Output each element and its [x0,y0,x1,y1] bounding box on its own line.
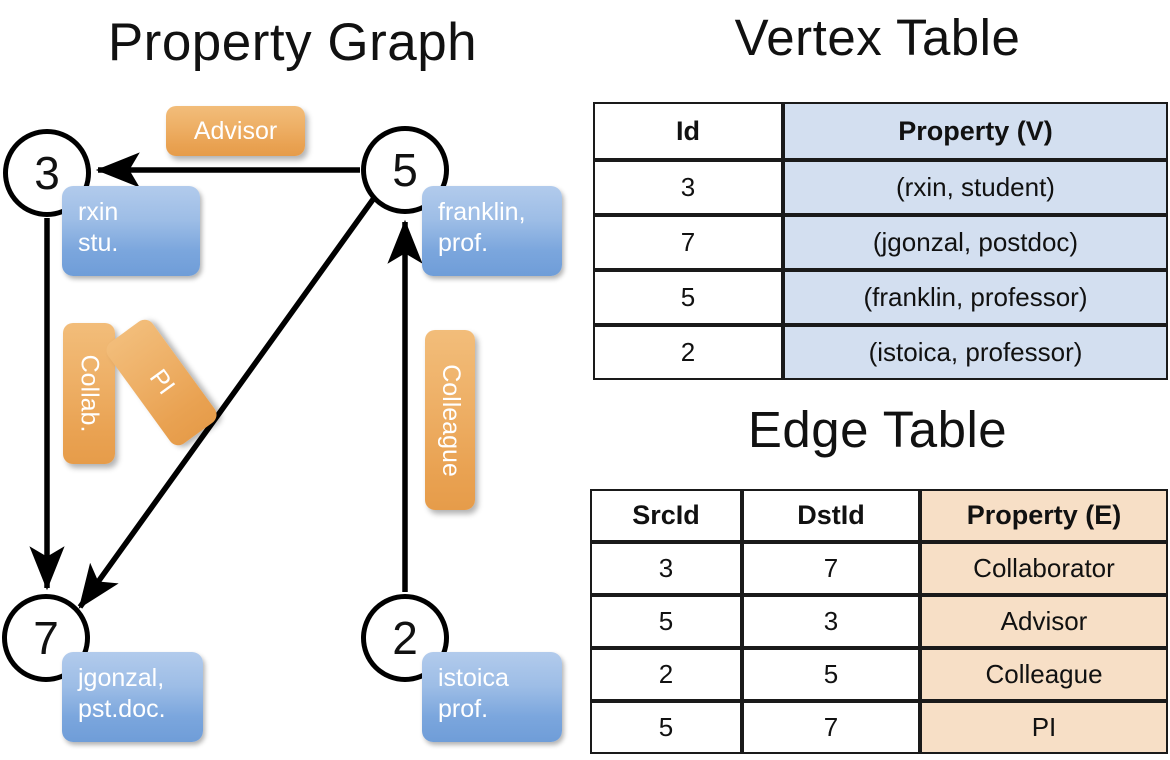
cell-srcid: 5 [590,701,742,754]
cell-id: 3 [593,160,783,215]
page-title-edge-table: Edge Table [747,401,1008,458]
vertex-property-line-2: prof. [438,228,489,257]
vertex-property-box-jgonzal[interactable]: jgonzal, pst.doc. [62,652,203,742]
table-row[interactable]: 2 (istoica, professor) [593,325,1168,380]
vertex-property-line-2: prof. [438,694,489,723]
vertex-table: Id Property (V) 3 (rxin, student) 7 (jgo… [593,102,1168,380]
cell-srcid: 2 [590,648,742,701]
cell-property: Colleague [920,648,1168,701]
column-header-dstid: DstId [742,489,920,542]
table-row[interactable]: 2 5 Colleague [590,648,1168,701]
graph-vertex-5[interactable]: 5 [361,126,449,214]
cell-srcid: 3 [590,542,742,595]
property-graph-panel: Property Graph 3 5 7 2 rxin stu. frankli… [2,13,562,742]
edge-table: SrcId DstId Property (E) 3 7 Collaborato… [590,489,1168,754]
table-row[interactable]: 7 (jgonzal, postdoc) [593,215,1168,270]
column-header-id: Id [593,102,783,160]
vertex-property-line-2: pst.doc. [78,694,166,723]
edge-label-box-colleague[interactable]: Colleague [425,330,475,510]
cell-property: (jgonzal, postdoc) [783,215,1168,270]
vertex-property-box-rxin[interactable]: rxin stu. [62,186,200,276]
edge-line-pi [77,196,377,609]
edge-label-text: PI [143,364,181,400]
cell-dstid: 5 [742,648,920,701]
edge-label-text: Advisor [193,116,278,145]
vertex-property-box-franklin[interactable]: franklin, prof. [422,186,562,276]
cell-dstid: 7 [742,542,920,595]
cell-property: (istoica, professor) [783,325,1168,380]
vertex-property-line-1: franklin, [438,198,526,226]
graph-edge-lines [29,152,423,609]
table-row[interactable]: 3 7 Collaborator [590,542,1168,595]
cell-id: 7 [593,215,783,270]
edge-label-box-advisor[interactable]: Advisor [166,106,305,156]
page-title-vertex-table: Vertex Table [734,9,1021,66]
cell-id: 2 [593,325,783,380]
cell-property: Collaborator [920,542,1168,595]
column-header-srcid: SrcId [590,489,742,542]
vertex-property-box-istoica[interactable]: istoica prof. [422,652,562,742]
table-row[interactable]: 5 3 Advisor [590,595,1168,648]
vertex-property-line-1: jgonzal, [78,664,165,692]
graph-vertex-2[interactable]: 2 [361,594,449,682]
cell-srcid: 5 [590,595,742,648]
vertex-property-line-1: istoica [438,664,509,692]
cell-id: 5 [593,270,783,325]
page-title-property-graph: Property Graph [107,13,478,72]
cell-property: Advisor [920,595,1168,648]
vertex-property-line-2: stu. [78,228,119,257]
cell-property: (rxin, student) [783,160,1168,215]
table-row[interactable]: 3 (rxin, student) [593,160,1168,215]
cell-property: (franklin, professor) [783,270,1168,325]
cell-dstid: 7 [742,701,920,754]
cell-dstid: 3 [742,595,920,648]
column-header-property-v: Property (V) [783,102,1168,160]
table-row[interactable]: 5 (franklin, professor) [593,270,1168,325]
column-header-property-e: Property (E) [920,489,1168,542]
table-row[interactable]: 5 7 PI [590,701,1168,754]
vertex-property-line-1: rxin [78,198,119,226]
table-header-row: SrcId DstId Property (E) [590,489,1168,542]
cell-property: PI [920,701,1168,754]
edge-label-text: Collab. [75,354,104,433]
edge-label-text: Colleague [436,363,465,477]
table-header-row: Id Property (V) [593,102,1168,160]
